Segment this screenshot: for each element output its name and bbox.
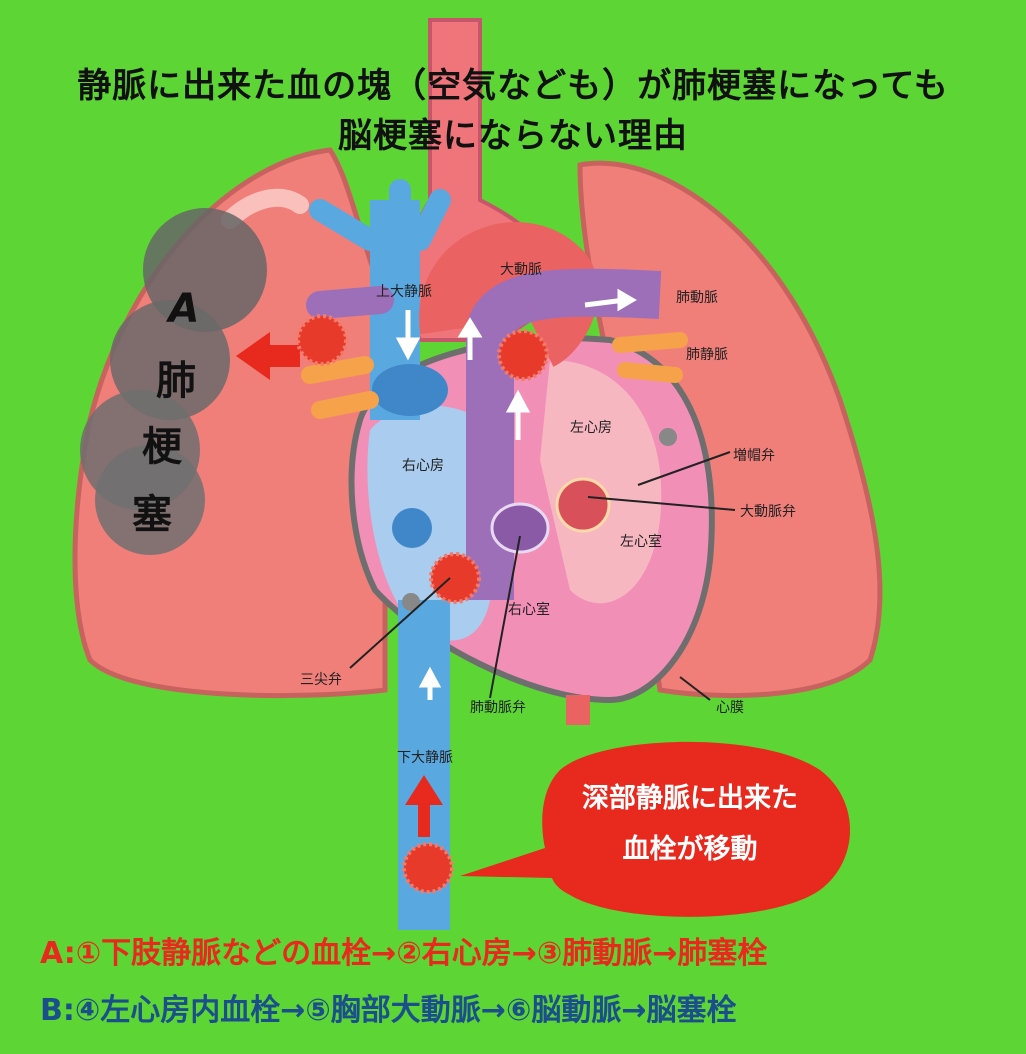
lung-highlight xyxy=(221,188,309,229)
label-right-ventricle: 右心室 xyxy=(508,601,550,618)
aorta-arch xyxy=(419,222,599,367)
ivc-red-arrow xyxy=(405,775,443,837)
tricuspid-shape xyxy=(392,508,432,548)
legend-b: B:④左心房内血栓→⑤胸部大動脈→⑥脳動脈→脳塞栓 xyxy=(40,985,737,1029)
flow-arrows xyxy=(395,288,637,700)
tricuspid-dot xyxy=(402,593,420,611)
pulmonary-veins-left xyxy=(612,332,688,383)
sa-node xyxy=(372,364,448,416)
title-line-1: 静脈に出来た血の塊（空気なども）が肺梗塞になっても xyxy=(77,66,949,106)
label-pericardium: 心膜 xyxy=(716,700,744,716)
legend-a-prefix: A: xyxy=(40,936,76,971)
infarct-blob xyxy=(80,208,267,555)
legend-b-prefix: B: xyxy=(40,993,75,1028)
pulmonary-artery-left xyxy=(306,286,394,319)
callout-text: 深部静脈に出来た 血栓が移動 xyxy=(582,782,798,865)
mitral-dot xyxy=(659,428,677,446)
vena-branches xyxy=(309,179,451,251)
clots xyxy=(296,314,549,894)
legend-a-text: ①下肢静脈などの血栓→②右心房→③肺動脈→肺塞栓 xyxy=(75,936,768,971)
label-right-atrium: 右心房 xyxy=(402,458,444,474)
legend-b-text: ④左心房内血栓→⑤胸部大動脈→⑥脳動脈→脳塞栓 xyxy=(74,993,737,1028)
aortic-valve-shape xyxy=(555,477,611,533)
infarct-char-1: 肺 xyxy=(156,358,196,404)
leader-lines xyxy=(349,451,736,701)
label-superior-vena-cava: 上大静脈 xyxy=(376,284,432,300)
infarct-letters: A 肺 梗 塞 xyxy=(132,286,199,538)
legend-a: A:①下肢静脈などの血栓→②右心房→③肺動脈→肺塞栓 xyxy=(40,928,767,972)
callout-bubble xyxy=(460,741,850,917)
callout-line-2: 血栓が移動 xyxy=(623,833,758,865)
label-papillary: 増帽弁 xyxy=(733,448,775,464)
infarct-char-3: 塞 xyxy=(132,492,172,538)
infarct-letter-a: A xyxy=(166,286,200,332)
label-inferior-vena-cava: 下大静脈 xyxy=(397,750,453,766)
label-left-atrium: 左心房 xyxy=(570,420,612,436)
pulmonary-veins-right xyxy=(301,356,379,419)
label-pulmonary-valve: 肺動脈弁 xyxy=(470,700,526,716)
title-line-2: 脳梗塞にならない理由 xyxy=(338,116,688,156)
label-tricuspid: 三尖弁 xyxy=(300,672,342,688)
callout-line-1: 深部静脈に出来た xyxy=(582,782,798,814)
pulmonary-valve-shape xyxy=(490,502,550,554)
label-aortic-valve: 大動脈弁 xyxy=(740,504,796,520)
label-pulmonary-vein: 肺静脈 xyxy=(686,347,728,363)
left-chamber xyxy=(540,360,662,604)
label-pulmonary-artery: 肺動脈 xyxy=(676,290,718,306)
infarct-arrow xyxy=(236,332,300,380)
infarct-char-2: 梗 xyxy=(142,424,183,470)
label-aorta: 大動脈 xyxy=(500,262,542,278)
label-left-ventricle: 左心室 xyxy=(620,533,662,550)
